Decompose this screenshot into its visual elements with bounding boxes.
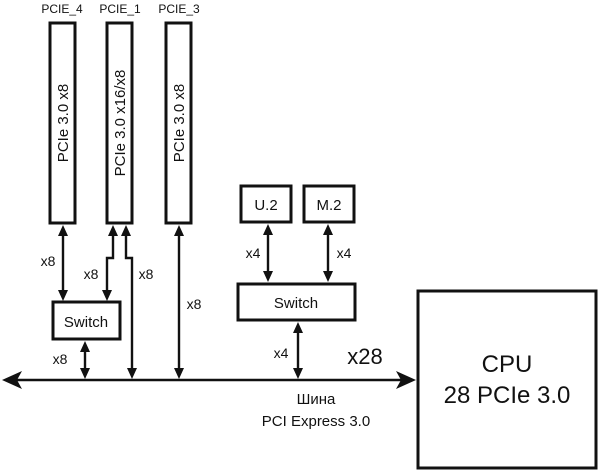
link-pcie3-bus-label: x8: [187, 296, 202, 312]
link-pcie1-switch: [105, 230, 115, 295]
arrowhead-down: [58, 290, 68, 301]
link-pcie1-bus-label: x8: [139, 266, 154, 282]
arrowhead-up: [293, 322, 303, 333]
slot-name-pcie4: PCIE_4: [41, 2, 83, 16]
switch-left-label: Switch: [64, 314, 108, 331]
cpu-box: [416, 289, 598, 470]
bus-arrow-left: [2, 371, 22, 389]
switch-left: [51, 300, 122, 341]
device-u2-label: U.2: [254, 197, 277, 214]
cpu-lanes-label: 28 PCIe 3.0: [444, 382, 571, 409]
slot-name-pcie1: PCIE_1: [99, 2, 141, 16]
bus-name-line1: Шина: [297, 391, 336, 408]
arrowhead-up: [121, 225, 131, 236]
cpu-label: CPU: [482, 351, 533, 378]
link-left-switch-bus-label: x8: [53, 351, 68, 367]
link-pcie1-bus: [124, 230, 134, 373]
arrowhead-down: [293, 368, 303, 379]
slot-label-pcie4: PCIe 3.0 x8: [55, 84, 72, 162]
arrowhead-up: [80, 341, 90, 352]
arrowhead-down: [80, 368, 90, 379]
slot-label-pcie3: PCIe 3.0 x8: [171, 84, 188, 162]
device-m2: [302, 184, 356, 224]
arrowhead-down: [127, 368, 137, 379]
bus-width-label: x28: [347, 344, 382, 369]
link-pcie4-switch-label: x8: [41, 253, 56, 269]
bus-arrow-right: [396, 371, 416, 389]
arrowhead-up: [174, 225, 184, 236]
slot-pcie4: [48, 21, 77, 225]
slot-pcie3: [164, 21, 193, 225]
device-m2-label: M.2: [316, 197, 341, 214]
link-right-switch-bus-label: x4: [274, 345, 289, 361]
arrowhead-up: [108, 225, 118, 236]
slot-pcie1: [105, 21, 134, 225]
arrowhead-down: [323, 271, 333, 282]
arrowhead-up: [58, 225, 68, 236]
arrowhead-up: [263, 224, 273, 235]
slot-label-pcie1: PCIe 3.0 x16/x8: [112, 70, 129, 177]
arrowhead-down: [263, 271, 273, 282]
bus-name-line2: PCI Express 3.0: [262, 413, 370, 430]
arrowhead-up: [323, 224, 333, 235]
switch-right: [236, 282, 357, 322]
link-m2-switch-label: x4: [337, 245, 352, 261]
arrowhead-down: [174, 368, 184, 379]
slot-name-pcie3: PCIE_3: [158, 2, 200, 16]
switch-right-label: Switch: [274, 295, 318, 312]
arrowhead-down: [102, 290, 112, 301]
device-u2: [239, 184, 293, 224]
link-pcie1-switch-label: x8: [84, 266, 99, 282]
link-u2-switch-label: x4: [246, 245, 261, 261]
